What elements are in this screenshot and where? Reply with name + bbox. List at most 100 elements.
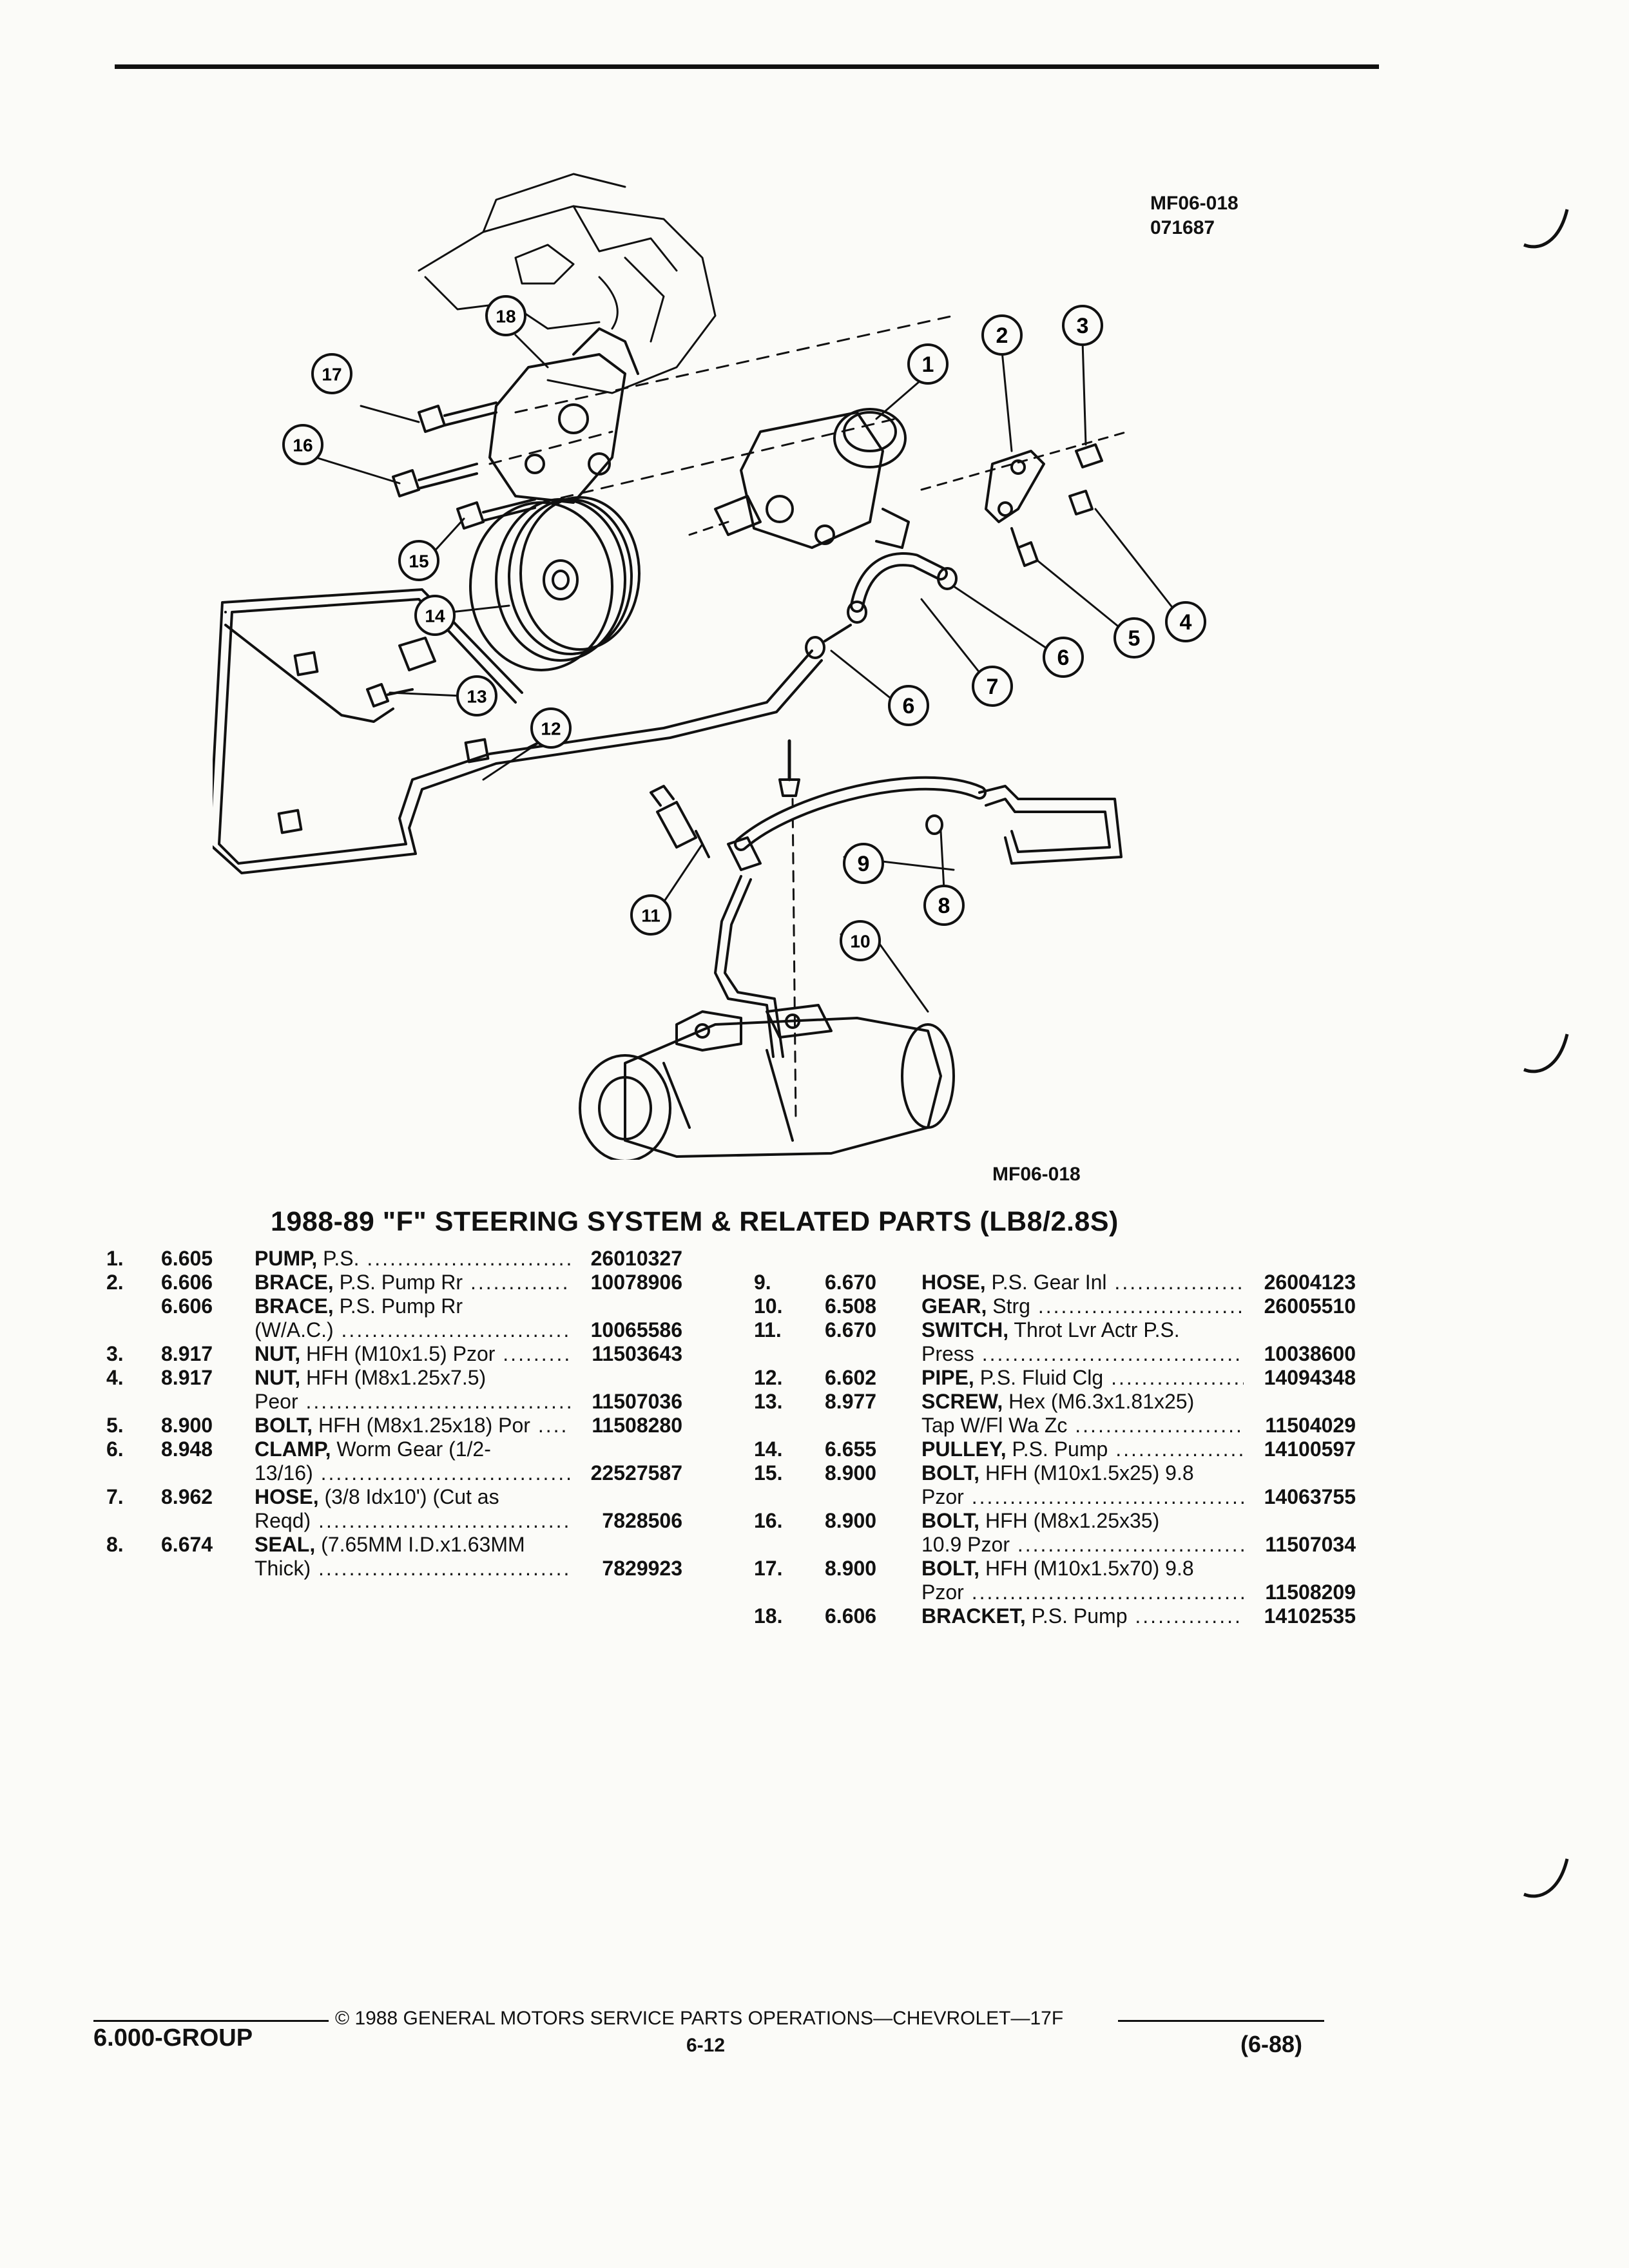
item-number: 9. (754, 1271, 771, 1294)
callout-13: 13 (456, 675, 497, 716)
part-detail: P.S. Fluid Clg (974, 1366, 1104, 1389)
bolt-15-drawing (456, 418, 897, 530)
engine-block-outline (418, 173, 717, 394)
part-detail: Peor (255, 1390, 298, 1413)
part-number: 10078906 (570, 1271, 682, 1294)
part-detail: P.S. Pump Rr (333, 1294, 463, 1318)
figure-date: 071687 (1150, 217, 1215, 238)
part-number: 14063755 (1244, 1485, 1356, 1509)
group-number: 6.674 (161, 1533, 213, 1556)
return-hose-drawing (805, 552, 958, 659)
part-name: BRACE, (255, 1294, 334, 1318)
svg-text:2: 2 (996, 323, 1008, 348)
part-description: Press ..................................… (921, 1342, 1244, 1366)
part-detail: Pzor (921, 1485, 964, 1508)
part-description: BRACE, P.S. Pump Rr (255, 1294, 570, 1318)
callout-6a: 6 (1043, 637, 1084, 678)
part-name: SEAL, (255, 1533, 316, 1556)
part-name: GEAR, (921, 1294, 987, 1318)
group-number: 8.900 (825, 1509, 877, 1532)
part-detail: Throt Lvr Actr P.S. (1008, 1318, 1180, 1341)
svg-text:17: 17 (322, 365, 342, 385)
part-detail: Hex (M6.3x1.81x25) (1003, 1390, 1195, 1413)
steering-gear-drawing (579, 1004, 955, 1160)
part-detail: P.S. (317, 1247, 360, 1270)
figure-code-bottom: MF06-018 (992, 1164, 1081, 1185)
part-detail: Worm Gear (1/2- (331, 1437, 491, 1461)
cooling-pipe-drawing (213, 588, 823, 874)
part-name: HOSE, (921, 1271, 986, 1294)
parts-row: 10.9 Pzor ..............................… (754, 1533, 1366, 1557)
leader-dots: ........................................… (318, 1557, 570, 1580)
group-number: 8.962 (161, 1485, 213, 1508)
binder-mark-middle (1523, 1033, 1569, 1073)
svg-text:15: 15 (409, 552, 429, 572)
parts-row: Reqd) ..................................… (106, 1509, 699, 1533)
part-name: SWITCH, (921, 1318, 1009, 1341)
leader-dots: ........................................… (1017, 1533, 1244, 1556)
part-detail: HFH (M10x1.5) Pzor (300, 1342, 496, 1365)
leader-dots: ........................................… (1075, 1414, 1244, 1437)
part-description: BRACKET, P.S. Pump .....................… (921, 1604, 1244, 1628)
part-number: 26004123 (1244, 1271, 1356, 1294)
part-number: 11508209 (1244, 1581, 1356, 1604)
part-name: BOLT, (255, 1414, 313, 1437)
callout-14: 14 (414, 595, 456, 636)
part-number: 14102535 (1244, 1604, 1356, 1628)
part-description: Tap W/Fl Wa Zc .........................… (921, 1414, 1244, 1437)
svg-text:5: 5 (1128, 626, 1141, 651)
svg-text:12: 12 (541, 719, 561, 739)
callout-15: 15 (398, 540, 439, 581)
part-description: PIPE, P.S. Fluid Clg ...................… (921, 1366, 1244, 1390)
part-name: NUT, (255, 1342, 301, 1365)
part-detail: P.S. Pump (1025, 1604, 1128, 1628)
parts-row: Pzor ...................................… (754, 1485, 1366, 1509)
part-detail: HFH (M10x1.5x25) 9.8 (979, 1461, 1194, 1485)
svg-text:6: 6 (1057, 646, 1070, 670)
item-number: 14. (754, 1437, 783, 1461)
part-description: Reqd) ..................................… (255, 1509, 570, 1533)
pump-bracket-drawing (488, 327, 639, 504)
parts-row: Thick) .................................… (106, 1557, 699, 1581)
footer-group: 6.000-GROUP (93, 2024, 253, 2052)
part-number: 10065586 (570, 1318, 682, 1342)
item-number: 18. (754, 1604, 783, 1628)
part-detail: HFH (M8x1.25x7.5) (300, 1366, 487, 1389)
item-number: 11. (754, 1318, 782, 1341)
part-detail: Tap W/Fl Wa Zc (921, 1414, 1068, 1437)
pulley-drawing (469, 496, 641, 671)
part-description: PUMP, P.S. .............................… (255, 1247, 570, 1271)
leader-dots: ........................................… (981, 1342, 1244, 1365)
part-description: PULLEY, P.S. Pump ......................… (921, 1437, 1244, 1461)
part-number: 7828506 (570, 1509, 682, 1533)
part-name: BRACKET, (921, 1604, 1026, 1628)
item-number: 16. (754, 1509, 783, 1532)
svg-text:11: 11 (641, 906, 660, 926)
part-name: BRACE, (255, 1271, 334, 1294)
part-description: HOSE, (3/8 Idx10') (Cut as (255, 1485, 570, 1509)
part-description: BOLT, HFH (M8x1.25x35) (921, 1509, 1244, 1533)
leader-dots: ........................................… (503, 1342, 570, 1365)
callout-17: 17 (311, 353, 352, 394)
part-number: 26005510 (1244, 1294, 1356, 1318)
inlet-hose-drawing (714, 739, 1123, 1122)
group-number: 8.900 (825, 1557, 877, 1580)
part-detail: (W/A.C.) (255, 1318, 334, 1341)
group-number: 8.900 (825, 1461, 877, 1485)
part-description: NUT, HFH (M10x1.5) Pzor ................… (255, 1342, 570, 1366)
bracket-bolts-drawing (224, 314, 955, 671)
part-detail: P.S. Gear Inl (985, 1271, 1107, 1294)
leader-dots: ........................................… (971, 1581, 1244, 1604)
svg-text:13: 13 (467, 687, 487, 707)
callout-1: 1 (907, 343, 949, 385)
part-name: HOSE, (255, 1485, 319, 1508)
part-detail: P.S. Pump Rr (333, 1271, 463, 1294)
callout-10: 10 (840, 920, 881, 961)
leader-dots: ........................................… (1111, 1366, 1244, 1389)
